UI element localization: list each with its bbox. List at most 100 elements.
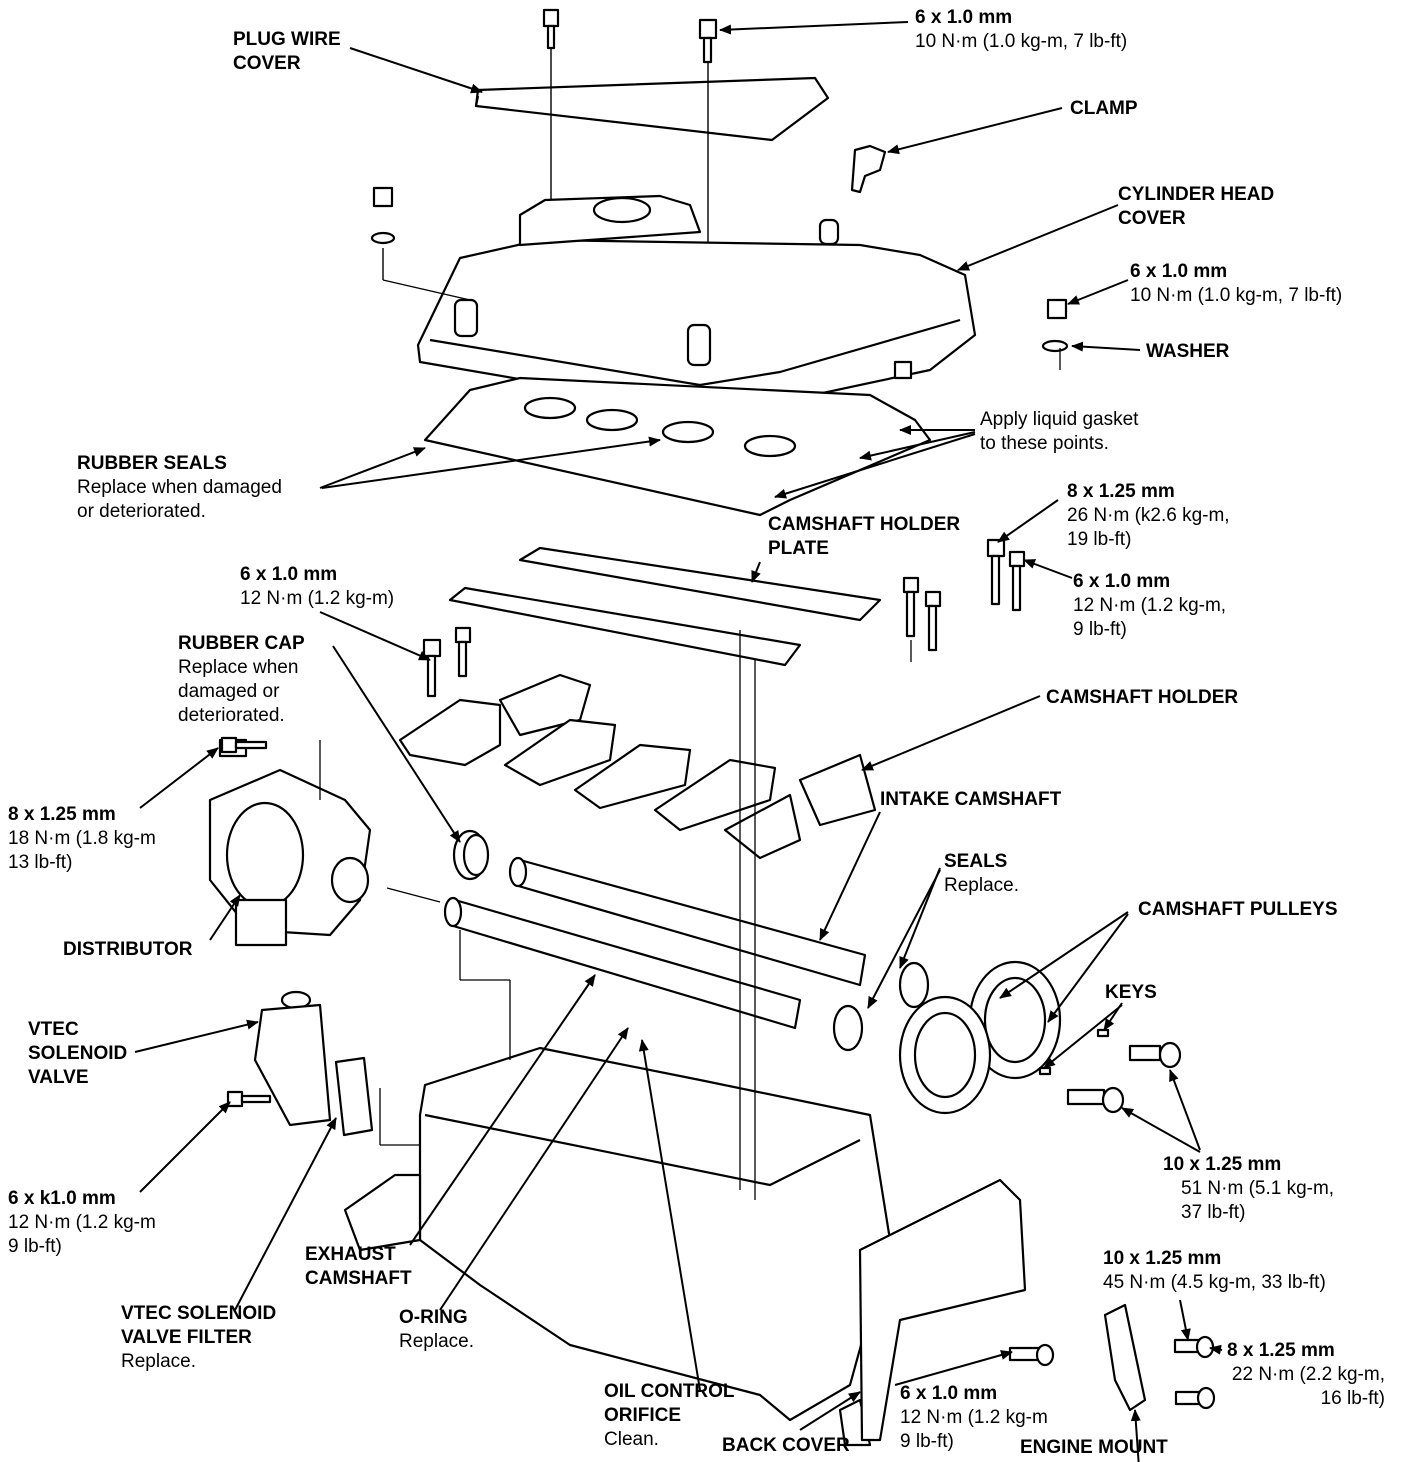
label-title: 6 x 1.0 mm [900, 1383, 998, 1404]
label-detail: 37 lb-ft) [1181, 1202, 1246, 1223]
vtec-filter-part [334, 1056, 374, 1137]
label-title: COVER [1118, 208, 1186, 229]
label-title: VTEC SOLENOID [121, 1303, 277, 1324]
label-detail: Replace. [121, 1351, 196, 1372]
cylinder-head-part [343, 1046, 892, 1447]
camshaft-pulleys-part [898, 960, 1062, 1115]
label-seals: SEALS Replace. [944, 850, 1019, 898]
label-detail: Replace when damaged [77, 477, 282, 498]
label-keys: KEYS [1105, 981, 1157, 1005]
label-detail: 26 N·m (k2.6 kg-m, [1067, 505, 1230, 526]
label-detail: 12 N·m (1.2 kg-m [8, 1212, 156, 1233]
label-title: CAMSHAFT [305, 1268, 412, 1289]
label-distributor: DISTRIBUTOR [63, 938, 192, 962]
label-detail: 10 N·m (1.0 kg-m, 7 lb-ft) [1130, 285, 1343, 306]
label-bolt-pulley: 10 x 1.25 mm 51 N·m (5.1 kg-m, 37 lb-ft) [1163, 1153, 1334, 1225]
label-bolt-mount-10: 10 x 1.25 mm 45 N·m (4.5 kg-m, 33 lb-ft) [1103, 1247, 1326, 1295]
label-camshaft-holder: CAMSHAFT HOLDER [1046, 686, 1238, 710]
label-rubber-cap: RUBBER CAP Replace when damaged or deter… [178, 632, 305, 728]
label-title: 10 x 1.25 mm [1103, 1248, 1222, 1269]
label-exhaust-camshaft: EXHAUST CAMSHAFT [305, 1243, 412, 1291]
label-bolt-mount-8: 8 x 1.25 mm 22 N·m (2.2 kg-m, 16 lb-ft) [1205, 1339, 1385, 1411]
misc-bolts [220, 736, 1216, 1410]
label-title: VTEC [28, 1019, 79, 1040]
label-bolt-back-cover: 6 x 1.0 mm 12 N·m (1.2 kg-m 9 lb-ft) [900, 1382, 1048, 1454]
label-detail: Replace when [178, 657, 299, 678]
label-vtec-filter: VTEC SOLENOID VALVE FILTER Replace. [121, 1302, 276, 1374]
label-title: 10 x 1.25 mm [1163, 1154, 1282, 1175]
label-title: OIL CONTROL [604, 1381, 735, 1402]
vtec-solenoid-valve-part [253, 990, 332, 1127]
label-title: CAMSHAFT PULLEYS [1138, 899, 1338, 920]
label-title: 8 x 1.25 mm [8, 804, 116, 825]
label-detail: 12 N·m (1.2 kg-m) [240, 588, 395, 609]
rubber-seals-part [523, 396, 797, 458]
label-title: PLATE [768, 538, 829, 559]
label-detail: 13 lb-ft) [8, 852, 73, 873]
label-detail: 51 N·m (5.1 kg-m, [1181, 1178, 1335, 1199]
label-bolt-6x1-right: 6 x 1.0 mm 12 N·m (1.2 kg-m, 9 lb-ft) [1073, 570, 1226, 642]
label-title: SEALS [944, 851, 1008, 872]
label-title: COVER [233, 53, 301, 74]
label-bolt-top: 6 x 1.0 mm 10 N·m (1.0 kg-m, 7 lb-ft) [915, 6, 1127, 54]
label-title: ORIFICE [604, 1405, 682, 1426]
label-detail: 9 lb-ft) [900, 1431, 954, 1452]
label-title: VALVE [28, 1067, 89, 1088]
back-cover-part [858, 1178, 1027, 1442]
label-detail: 12 N·m (1.2 kg-m, [1073, 595, 1227, 616]
label-title: 6 x k1.0 mm [8, 1188, 116, 1209]
leader-lines [134, 21, 1223, 1462]
label-oil-control-orifice: OIL CONTROL ORIFICE Clean. [604, 1380, 735, 1452]
label-detail: Replace. [944, 875, 1019, 896]
label-detail: 10 N·m (1.0 kg-m, 7 lb-ft) [915, 31, 1128, 52]
label-cylinder-head-cover: CYLINDER HEAD COVER [1118, 183, 1274, 231]
engine-mount-part [1103, 1303, 1147, 1412]
label-title: 8 x 1.25 mm [1227, 1340, 1335, 1361]
plug-wire-cover-part [474, 76, 830, 142]
label-title: CLAMP [1070, 98, 1138, 119]
clamp-part [850, 144, 887, 194]
label-camshaft-holder-plate: CAMSHAFT HOLDER PLATE [768, 513, 960, 561]
label-bolt-8x125-holder: 8 x 1.25 mm 26 N·m (k2.6 kg-m, 19 lb-ft) [1067, 480, 1230, 552]
label-detail: 9 lb-ft) [1073, 619, 1127, 640]
label-washer: WASHER [1146, 340, 1229, 364]
label-title: 6 x 1.0 mm [1073, 571, 1171, 592]
label-title: WASHER [1146, 341, 1230, 362]
label-intake-camshaft: INTAKE CAMSHAFT [880, 788, 1061, 812]
label-detail: 22 N·m (2.2 kg-m, [1231, 1364, 1385, 1385]
label-detail: 16 lb-ft) [1320, 1388, 1385, 1409]
cylinder-head-cover-part [416, 194, 977, 412]
label-back-cover: BACK COVER [722, 1434, 850, 1458]
label-detail: Clean. [604, 1429, 659, 1450]
label-nut-right: 6 x 1.0 mm 10 N·m (1.0 kg-m, 7 lb-ft) [1130, 260, 1342, 308]
exhaust-camshaft-part [443, 896, 802, 1030]
label-title: BACK COVER [722, 1435, 850, 1456]
label-bolt-distributor: 8 x 1.25 mm 18 N·m (1.8 kg-m 13 lb-ft) [8, 803, 156, 875]
label-detail: 45 N·m (4.5 kg-m, 33 lb-ft) [1103, 1272, 1326, 1293]
label-title: 8 x 1.25 mm [1067, 481, 1175, 502]
label-plug-wire-cover: PLUG WIRE COVER [233, 28, 341, 76]
camshaft-seals-part [832, 961, 930, 1052]
label-title: CYLINDER HEAD [1118, 184, 1275, 205]
label-o-ring: O-RING Replace. [399, 1306, 474, 1354]
distributor-part [208, 738, 372, 947]
label-detail: Replace. [399, 1331, 474, 1352]
label-title: O-RING [399, 1307, 468, 1328]
label-vtec-solenoid-valve: VTEC SOLENOID VALVE [28, 1018, 127, 1090]
label-detail: or deteriorated. [77, 501, 206, 522]
label-title: RUBBER CAP [178, 633, 305, 654]
label-title: 6 x 1.0 mm [915, 7, 1013, 28]
label-title: KEYS [1105, 982, 1157, 1003]
label-detail: damaged or [178, 681, 280, 702]
label-detail: 19 lb-ft) [1067, 529, 1132, 550]
label-title: 6 x 1.0 mm [240, 564, 338, 585]
label-clamp: CLAMP [1070, 97, 1138, 121]
label-title: CAMSHAFT HOLDER [1046, 687, 1239, 708]
label-liquid-gasket: Apply liquid gasket to these points. [980, 408, 1138, 456]
label-detail: 12 N·m (1.2 kg-m [900, 1407, 1048, 1428]
label-title: SOLENOID [28, 1043, 128, 1064]
label-engine-mount: ENGINE MOUNT [1020, 1436, 1168, 1460]
label-title: 6 x 1.0 mm [1130, 261, 1228, 282]
pulley-bolts [1066, 1041, 1182, 1114]
